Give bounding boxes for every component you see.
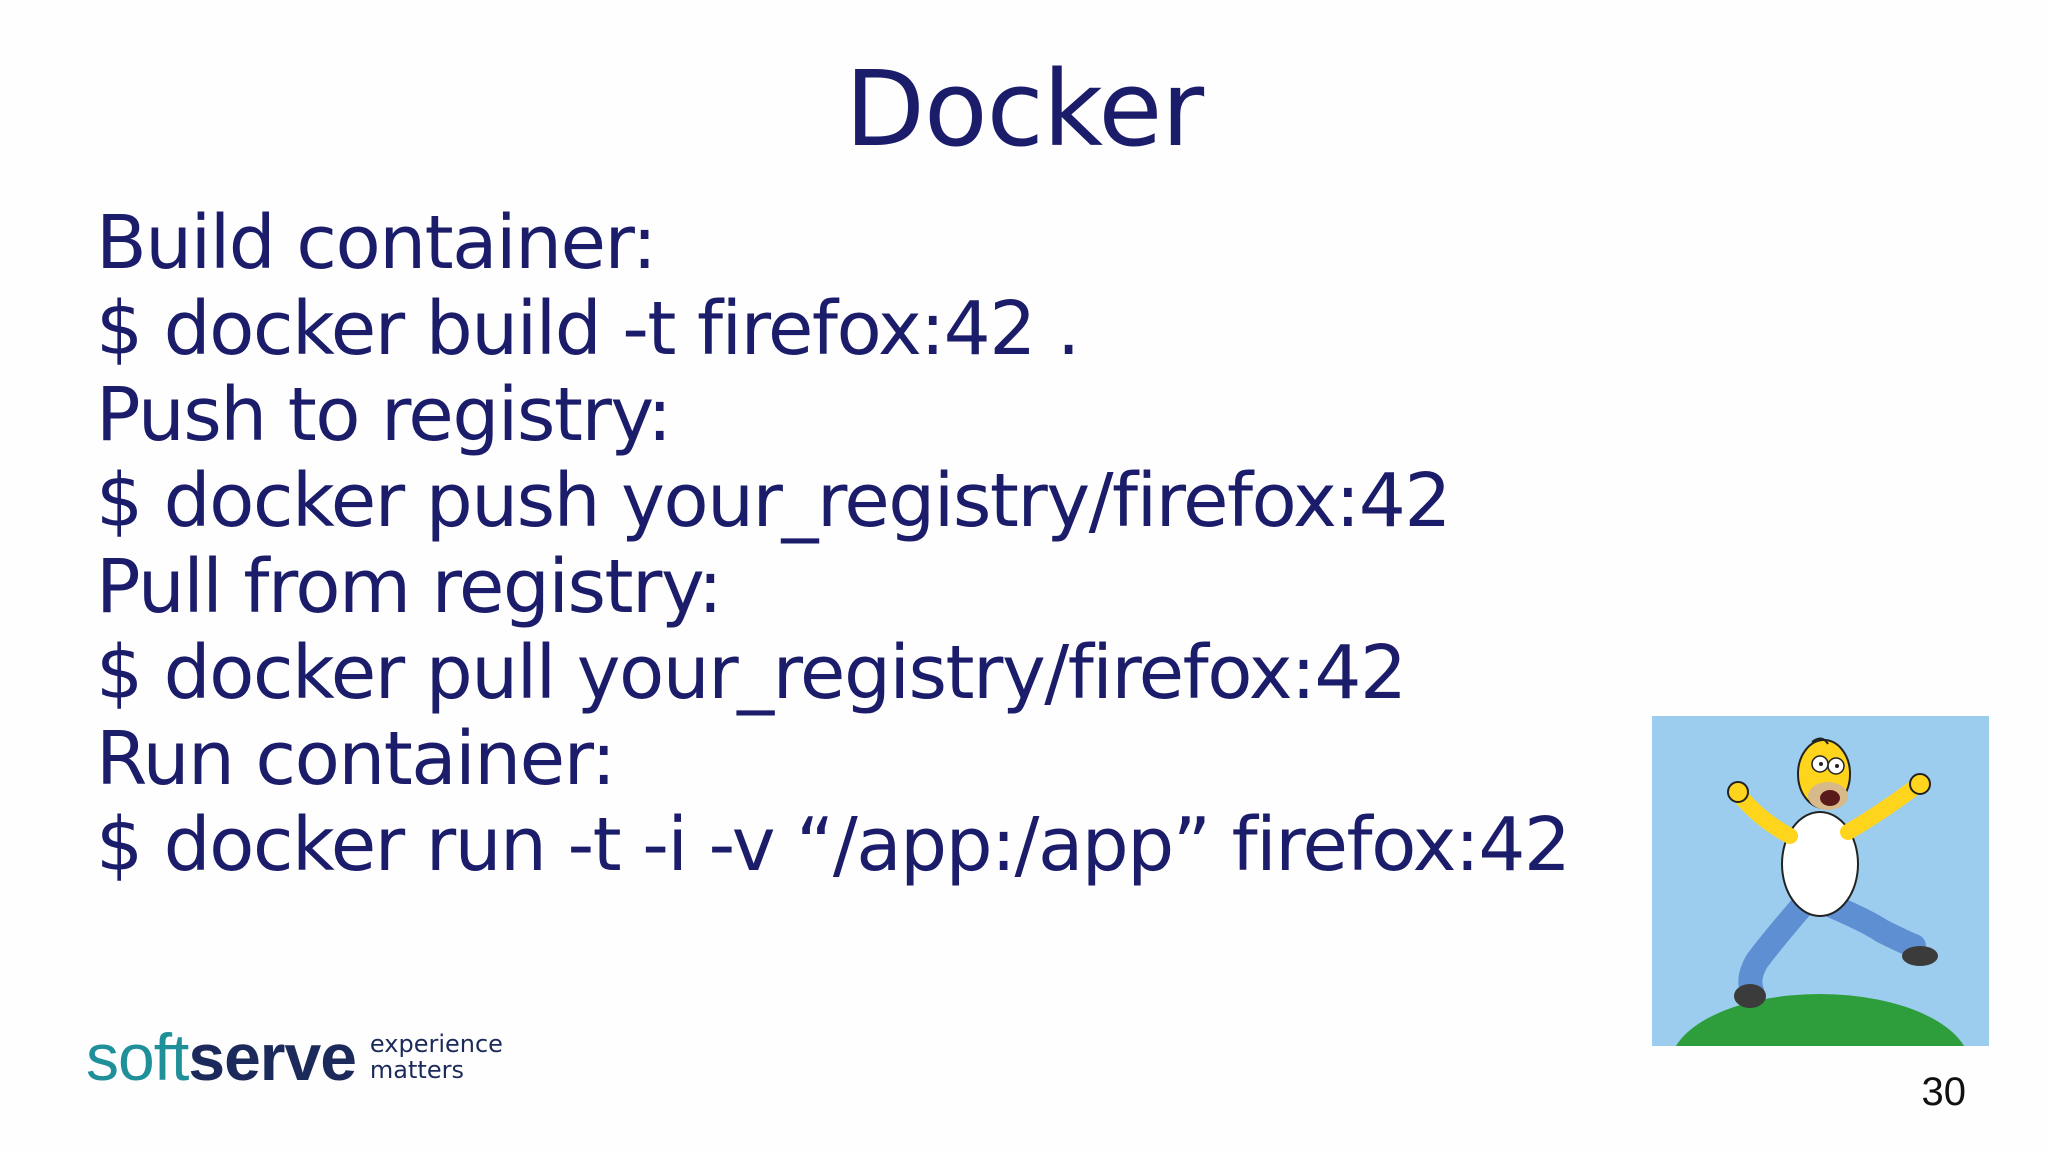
- body-line: Build container:: [96, 200, 657, 286]
- body-line: $ docker build -t firefox:42 .: [96, 286, 1080, 372]
- body-line: Push to registry:: [96, 372, 672, 458]
- running-cartoon-character-icon: [1675, 737, 1965, 1046]
- slide-title: Docker: [844, 48, 1204, 170]
- page-number: 30: [1921, 1070, 1967, 1114]
- cartoon-illustration: [1652, 716, 1989, 1046]
- body-line: $ docker push your_registry/firefox:42: [96, 458, 1451, 544]
- body-line: $ docker run -t -i -v “/app:/app” firefo…: [96, 802, 1571, 888]
- logo-tagline-line: matters: [369, 1056, 464, 1084]
- body-line: Run container:: [96, 716, 616, 802]
- body-line: $ docker pull your_registry/firefox:42: [96, 630, 1407, 716]
- slide-body: Build container: $ docker build -t firef…: [96, 200, 1571, 888]
- body-line: Pull from registry:: [96, 544, 723, 630]
- logo-tagline: experience matters: [370, 1031, 503, 1083]
- logo-wordmark-soft: soft: [86, 1020, 189, 1094]
- logo-wordmark-serve: serve: [188, 1020, 357, 1094]
- logo-tagline-line: experience: [369, 1030, 503, 1058]
